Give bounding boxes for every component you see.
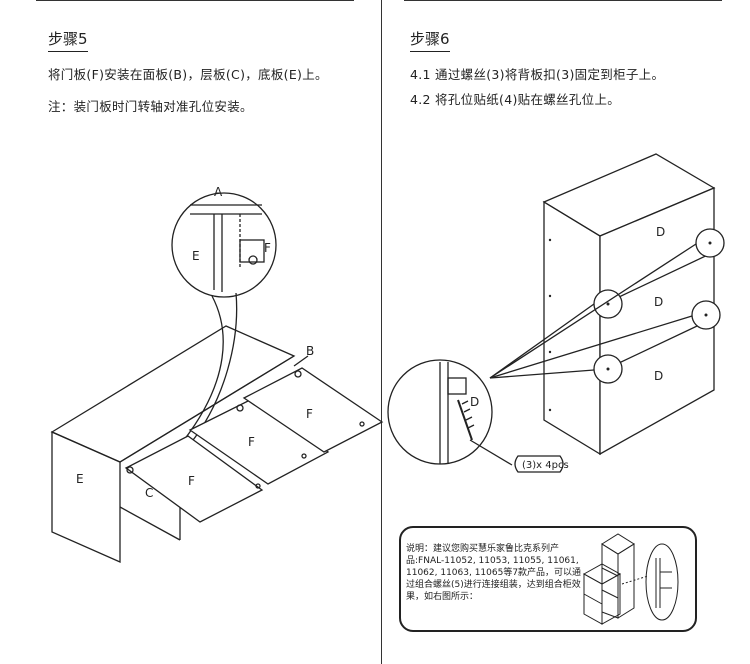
label-e-detail: E (192, 249, 200, 263)
note-box (399, 526, 697, 632)
label-e: E (76, 472, 84, 486)
step5-instruction: 将门板(F)安装在面板(B)，层板(C)，底板(E)上。 (48, 67, 328, 82)
label-d-3: D (654, 369, 663, 383)
label-f-3: F (306, 407, 313, 421)
label-a: A (214, 185, 223, 199)
label-c: C (145, 486, 153, 500)
label-d-1: D (656, 225, 665, 239)
label-d-detail: D (470, 395, 479, 409)
column-divider (381, 0, 382, 664)
step6-title: 步骤6 (410, 28, 450, 52)
label-f-1: F (188, 474, 195, 488)
cabinet-side-panel (543, 200, 601, 456)
step6-instruction-1: 4.1 通过螺丝(3)将背板扣(3)固定到柜子上。 (410, 67, 665, 82)
label-b: B (306, 344, 314, 358)
note-text: 说明：建议您购买慧乐家鲁比克系列产品:FNAL-11052, 11053, 11… (406, 544, 582, 602)
detail-circle-hinge (171, 192, 277, 298)
label-d-2: D (654, 295, 663, 309)
cabinet-back-panel (599, 187, 715, 456)
label-f-2: F (248, 435, 255, 449)
door-panel-right (242, 367, 384, 453)
label-f-detail: F (264, 241, 271, 255)
step6-instruction-2: 4.2 将孔位贴纸(4)贴在螺丝孔位上。 (410, 92, 621, 107)
combination-cabinet-illustration (582, 533, 679, 625)
step5-title: 步骤5 (48, 28, 88, 52)
door-panel-left (124, 435, 264, 523)
door-panel-middle (188, 399, 330, 485)
top-rule-right (404, 0, 722, 1)
step5-note: 注：装门板时门转轴对准孔位安装。 (48, 99, 253, 114)
screw-quantity-label: (3)x 4pcs (522, 460, 569, 471)
top-rule-left (36, 0, 354, 1)
